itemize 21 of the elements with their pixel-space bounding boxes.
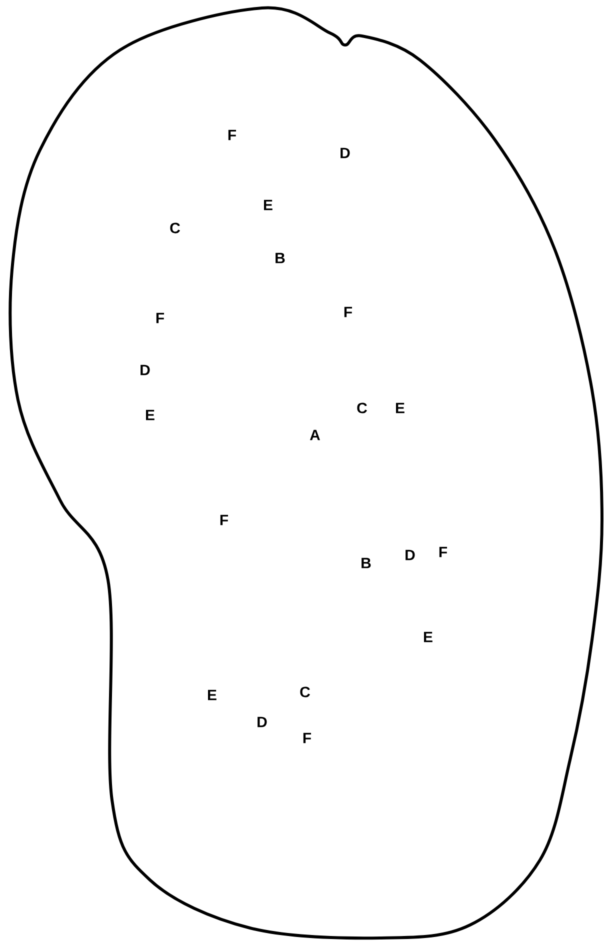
letter-label: F	[220, 514, 228, 526]
letter-label: E	[264, 200, 272, 210]
letter-label: A	[310, 430, 320, 440]
letter-label: F	[344, 306, 352, 318]
letter-label: C	[300, 686, 310, 698]
letter-label: E	[146, 410, 154, 420]
letter-label: D	[406, 550, 415, 560]
letter-label: F	[228, 130, 236, 140]
letter-label: E	[208, 690, 216, 700]
letter-label: F	[303, 732, 312, 744]
letter-label: E	[396, 402, 404, 414]
letter-label: F	[439, 546, 448, 558]
letter-label: C	[170, 222, 180, 234]
letter-label: B	[276, 252, 285, 264]
letter-label: E	[424, 632, 432, 642]
letter-label: D	[340, 148, 350, 158]
letter-label: B	[362, 558, 371, 568]
letter-label: D	[140, 364, 150, 376]
letter-label: C	[357, 402, 367, 414]
letter-label: F	[156, 312, 164, 324]
letter-label: D	[258, 716, 267, 728]
